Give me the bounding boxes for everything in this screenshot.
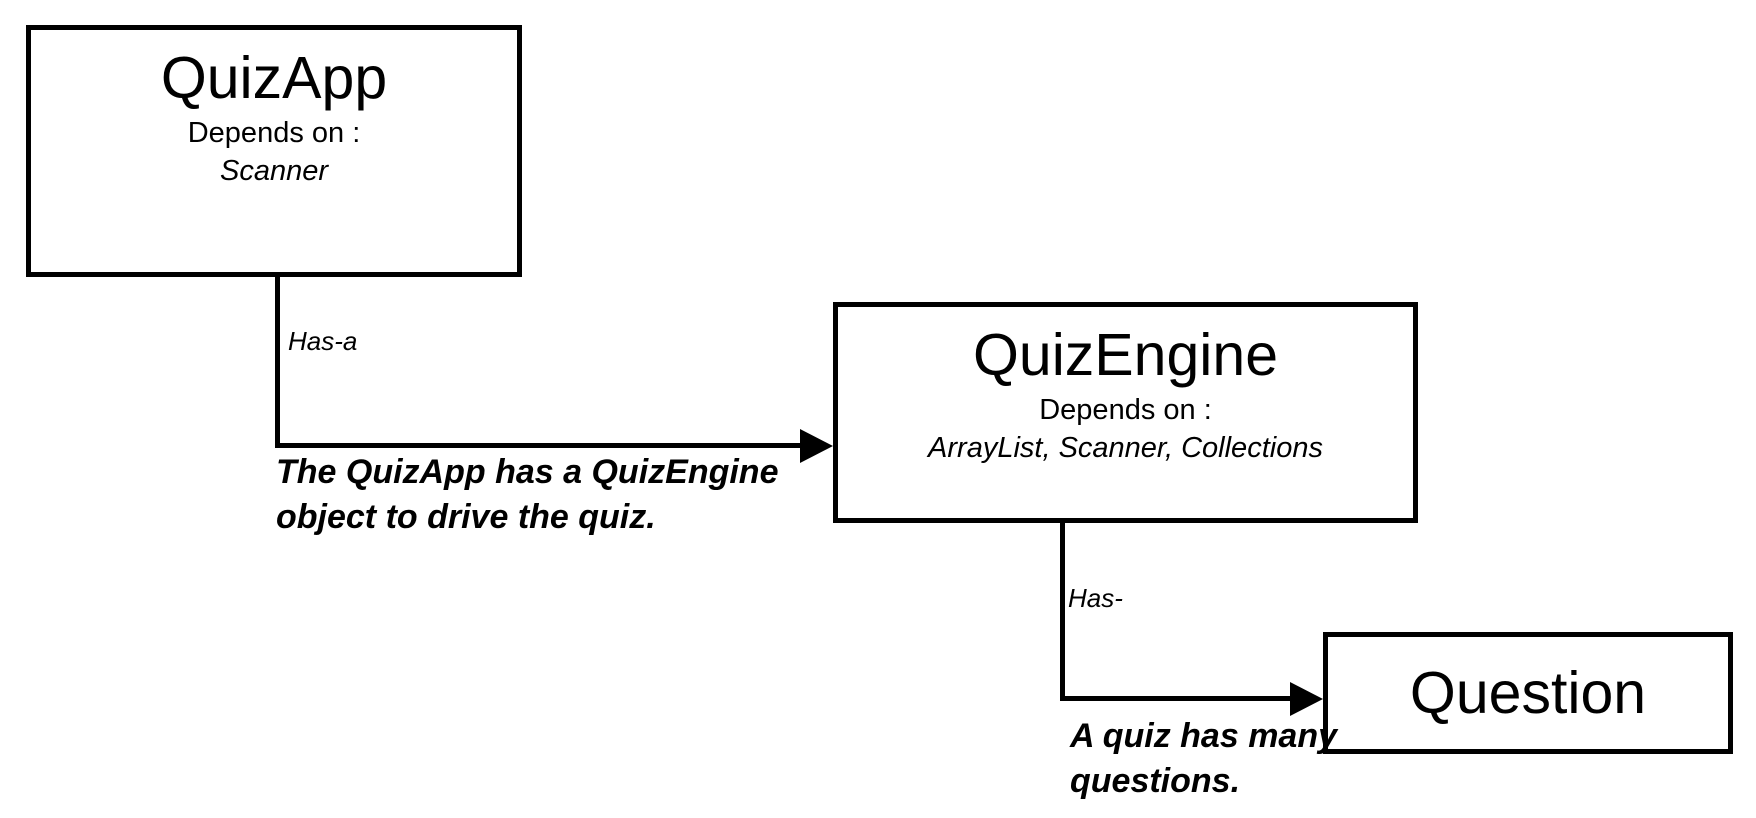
quizapp-quizengine-edge-label: Has-a: [288, 326, 358, 356]
quizengine-depends-label: Depends on :: [1039, 394, 1212, 426]
quizengine-question-edge-note: A quiz has many questions.: [1070, 714, 1337, 804]
quizapp-quizengine-edge-note: The QuizApp has a QuizEngine object to d…: [276, 450, 778, 540]
quizengine-question-edge-note-line1: A quiz has many: [1070, 717, 1338, 755]
question-node: Question: [1323, 632, 1733, 754]
question-title: Question: [1409, 660, 1647, 726]
quizengine-depends-list: ArrayList, Scanner, Collections: [928, 432, 1323, 464]
quizengine-question-arrowhead-right-icon: [1290, 682, 1323, 716]
quizapp-quizengine-edge-note-line1: The QuizApp has a QuizEngine: [276, 453, 779, 491]
quizengine-title: QuizEngine: [972, 322, 1279, 388]
quizengine-question-connector-vertical: [1060, 523, 1065, 701]
quizapp-quizengine-connector-vertical: [275, 277, 280, 448]
quizengine-node: QuizEngine Depends on : ArrayList, Scann…: [833, 302, 1418, 523]
quizapp-quizengine-connector-horizontal: [275, 443, 802, 448]
quizengine-question-connector-horizontal: [1060, 696, 1293, 701]
quizengine-question-edge-label: Has-: [1068, 583, 1123, 613]
quizapp-quizengine-edge-note-line2: object to drive the quiz.: [276, 498, 656, 536]
quizapp-depends-label: Depends on :: [187, 117, 361, 149]
quizapp-depends-list: Scanner: [219, 155, 328, 187]
quizengine-question-edge-note-line2: questions.: [1070, 762, 1241, 800]
quizapp-quizengine-arrowhead-right-icon: [800, 429, 833, 463]
quizapp-title: QuizApp: [160, 45, 388, 111]
quizapp-node: QuizApp Depends on : Scanner: [26, 25, 522, 277]
